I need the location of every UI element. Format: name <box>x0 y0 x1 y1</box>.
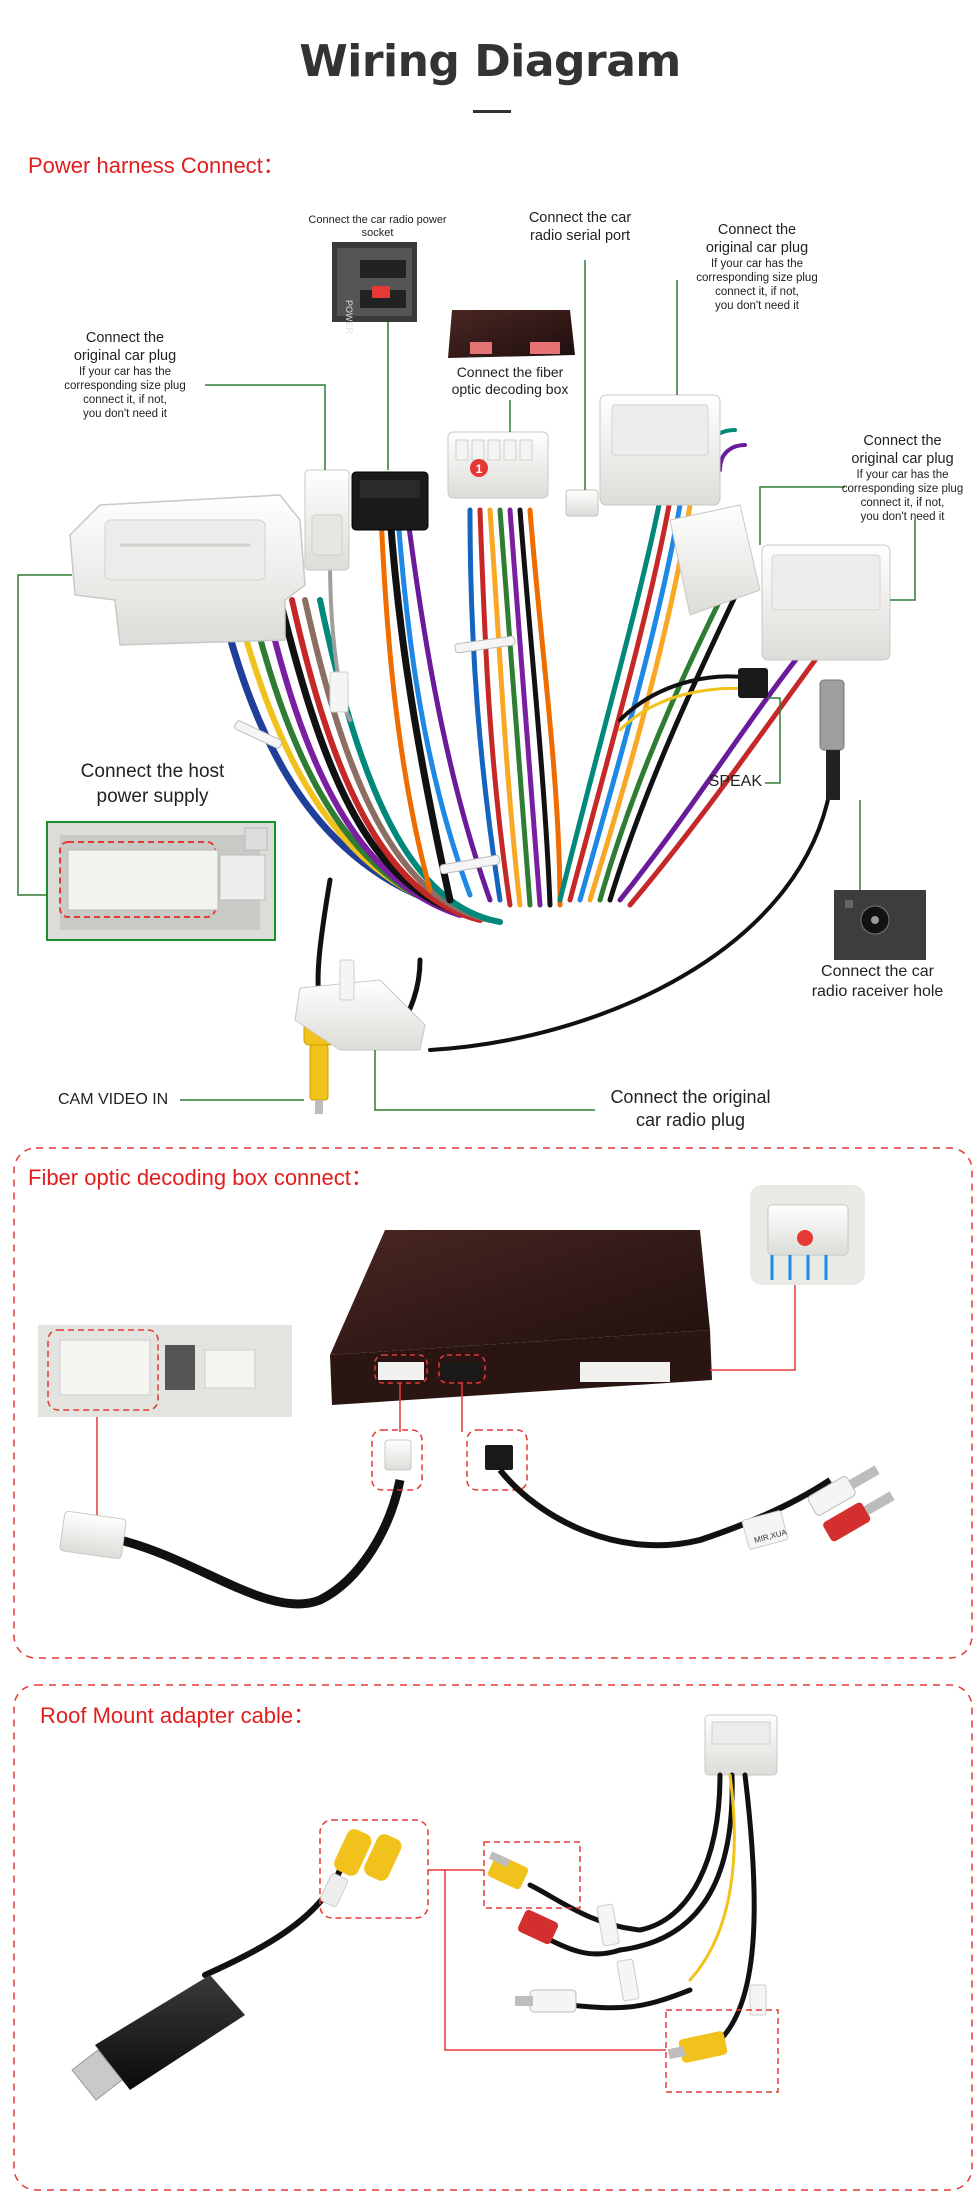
receiver-hole-label: Connect the car radio raceiver hole <box>795 962 960 1001</box>
left-large-white-connector <box>69 494 306 646</box>
plug-left-label: Connect the original car plug If your ca… <box>50 330 200 421</box>
roof-red-leaders <box>428 1869 666 2051</box>
head-unit-photo <box>38 1325 292 1417</box>
power-socket-text: POWER <box>344 300 354 335</box>
plug-right-top-sub-1: If your car has the <box>710 258 804 271</box>
plug-left-title-1: Connect the <box>85 330 165 346</box>
page-title: Wiring Diagram <box>299 36 681 87</box>
fiber-section-heading: Fiber optic decoding box connect： <box>28 1165 373 1190</box>
roof-white-connector <box>704 1714 778 1776</box>
serial-port-title-1: Connect the car <box>528 210 632 226</box>
plug-right-top-label: Connect the original car plug If your ca… <box>682 222 832 313</box>
roof-rca-yellow-2 <box>667 2031 728 2063</box>
plug-right-top-title-2: original car plug <box>705 239 809 256</box>
fiber-left-cable <box>59 1429 423 1609</box>
plug-right-mid-title-1: Connect the <box>863 433 942 449</box>
fiber-section: MIR,XUA <box>13 1147 973 1659</box>
roof-cables <box>202 1772 757 2043</box>
small-white-connector <box>304 469 350 571</box>
receiver-hole-title-1: Connect the car <box>821 963 934 980</box>
roof-highlight-boxes <box>319 1819 779 2093</box>
plug-left-sub-1: If your car has the <box>78 366 172 379</box>
receiver-hole-title-2: radio raceiver hole <box>811 982 944 1000</box>
speak-connector <box>738 668 768 698</box>
plug-right-mid-sub-1: If your car has the <box>856 469 949 482</box>
plug-right-mid-title-2: original car plug <box>851 450 954 467</box>
car-radio-plug-label: Connect the original car radio plug <box>598 1086 783 1133</box>
fiber-right-cable <box>466 1429 895 1550</box>
plug-right-top-sub-4: you don't need it <box>714 300 800 313</box>
speak-title: SPEAK <box>708 773 762 790</box>
power-socket-label: Connect the car radio power socket <box>300 214 455 241</box>
cam-video-label: CAM VIDEO IN <box>58 1090 178 1110</box>
usb-dongle <box>71 1975 245 2101</box>
plug-right-mid-sub-4: you don't need it <box>860 511 945 524</box>
plug-right-mid-label: Connect the original car plug If your ca… <box>830 433 975 524</box>
plug-left-title-2: original car plug <box>73 347 177 364</box>
car-radio-plug-title-1: Connect the original <box>610 1087 771 1107</box>
speak-label: SPEAK <box>672 772 762 792</box>
roof-camera-yellow-plugs <box>319 1829 402 1907</box>
antenna-plug <box>819 679 845 800</box>
fiber-box-label: Connect the fiber optic decoding box <box>435 364 585 398</box>
host-power-title-1: Connect the host <box>80 761 225 782</box>
roof-section-heading: Roof Mount adapter cable： <box>40 1703 316 1728</box>
car-radio-white-plug <box>294 979 426 1051</box>
decoding-box <box>330 1230 712 1405</box>
plug-left-sub-4: you don't need it <box>82 408 168 421</box>
black-power-connector <box>351 471 429 531</box>
fiber-white-connector <box>447 431 549 499</box>
plug-left-sub-3: connect it, if not, <box>83 394 167 407</box>
plug-right-mid-sub-3: connect it, if not, <box>860 497 945 510</box>
plug-right-mid-sub-2: corresponding size plug <box>841 483 964 496</box>
wire-bundle <box>216 428 833 1052</box>
host-power-label: Connect the host power supply <box>60 760 245 809</box>
host-power-title-2: power supply <box>96 785 209 807</box>
power-socket-title: Connect the car radio power socket <box>308 214 447 240</box>
fiber-red-leaders <box>96 1285 796 1520</box>
top-right-white-connector <box>599 394 721 506</box>
right-white-connector <box>761 544 891 661</box>
fiber-box-title-1: Connect the fiber <box>456 364 564 380</box>
roof-rca-white <box>515 1989 577 2013</box>
plug-right-top-sub-3: connect it, if not, <box>715 286 799 299</box>
plug-right-top-sub-2: corresponding size plug <box>696 272 818 285</box>
title-underline <box>473 110 511 113</box>
plug-right-top-title-1: Connect the <box>717 222 797 238</box>
roof-section <box>13 1684 973 2191</box>
receiver-hole-photo <box>834 890 926 960</box>
serial-port-title-2: radio serial port <box>530 227 630 244</box>
plug-left-sub-2: corresponding size plug <box>64 380 186 393</box>
plug-marker-1: 1 <box>476 462 483 476</box>
power-socket-photo <box>332 242 417 322</box>
roof-rca-red <box>517 1909 559 1945</box>
car-radio-plug-title-2: car radio plug <box>635 1110 746 1131</box>
host-power-photo <box>46 821 276 941</box>
roof-cable-tags <box>596 1903 767 2016</box>
cam-video-title: CAM VIDEO IN <box>58 1091 169 1108</box>
fiber-box-title-2: optic decoding box <box>451 381 569 398</box>
leader-lines <box>17 260 916 1111</box>
power-harness: 1 <box>17 242 926 1114</box>
cable-tags <box>329 671 355 1001</box>
cable-ties <box>234 635 516 875</box>
middle-white-connector <box>669 504 761 616</box>
serial-port-connector <box>565 489 599 517</box>
power-section-heading: Power harness Connect： <box>28 153 285 178</box>
fiber-box-photo <box>448 310 575 358</box>
serial-port-label: Connect the car radio serial port <box>505 210 655 245</box>
roof-rca-yellow-1 <box>487 1851 529 1890</box>
